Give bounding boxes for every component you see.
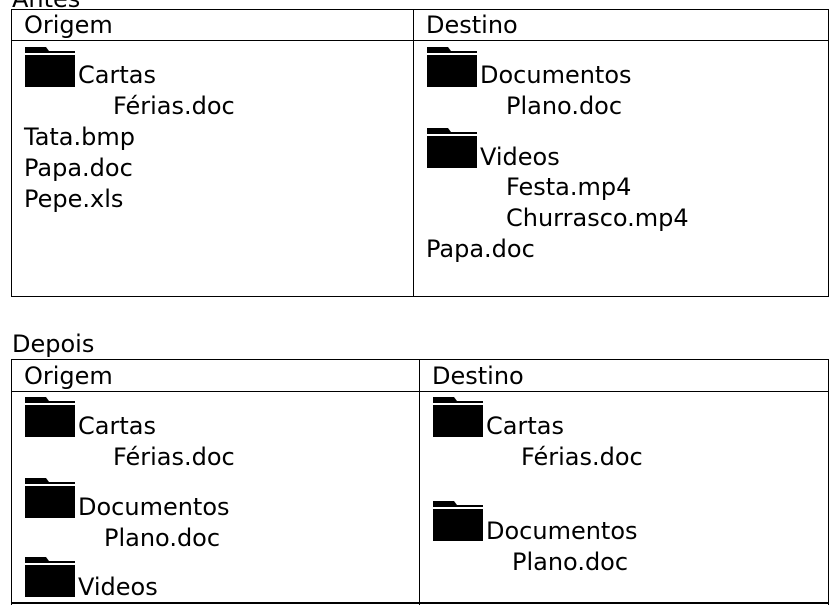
- file-name: Plano.doc: [104, 524, 221, 552]
- folder-name: Cartas: [78, 61, 156, 89]
- folder-icon: [24, 394, 76, 438]
- table-column-divider: [419, 359, 420, 605]
- column-header-destino: Destino: [432, 362, 524, 390]
- file-name: Churrasco.mp4: [506, 204, 689, 232]
- table-header-divider: [11, 391, 829, 392]
- file-name: Plano.doc: [506, 92, 623, 120]
- folder-icon: [24, 475, 76, 519]
- folder-name: Cartas: [78, 412, 156, 440]
- folder-icon: [24, 44, 76, 88]
- file-name: Férias.doc: [113, 92, 235, 120]
- folder-icon: [432, 498, 484, 542]
- file-name: Pepe.xls: [24, 185, 124, 213]
- table-header-divider: [11, 40, 829, 41]
- table-bottom-border: [11, 602, 829, 604]
- folder-name: Documentos: [486, 517, 638, 545]
- column-header-origem: Origem: [24, 362, 113, 390]
- section-title-depois: Depois: [12, 330, 95, 358]
- file-name: Férias.doc: [113, 443, 235, 471]
- table-depois: [11, 359, 829, 605]
- folder-name: Documentos: [480, 61, 632, 89]
- file-name: Plano.doc: [512, 548, 629, 576]
- file-name: Papa.doc: [24, 154, 133, 182]
- file-name: Tata.bmp: [24, 123, 135, 151]
- folder-name: Videos: [480, 143, 560, 171]
- column-header-origem: Origem: [24, 11, 113, 39]
- folder-icon: [426, 44, 478, 88]
- file-name: Férias.doc: [521, 443, 643, 471]
- table-antes: [11, 9, 829, 297]
- column-header-destino: Destino: [426, 11, 518, 39]
- folder-icon: [24, 554, 76, 598]
- table-column-divider: [413, 9, 414, 297]
- folder-name: Documentos: [78, 493, 230, 521]
- folder-icon: [432, 394, 484, 438]
- file-name: Papa.doc: [426, 235, 535, 263]
- folder-icon: [426, 125, 478, 169]
- file-name: Festa.mp4: [506, 173, 632, 201]
- folder-name: Videos: [78, 573, 158, 601]
- folder-name: Cartas: [486, 412, 564, 440]
